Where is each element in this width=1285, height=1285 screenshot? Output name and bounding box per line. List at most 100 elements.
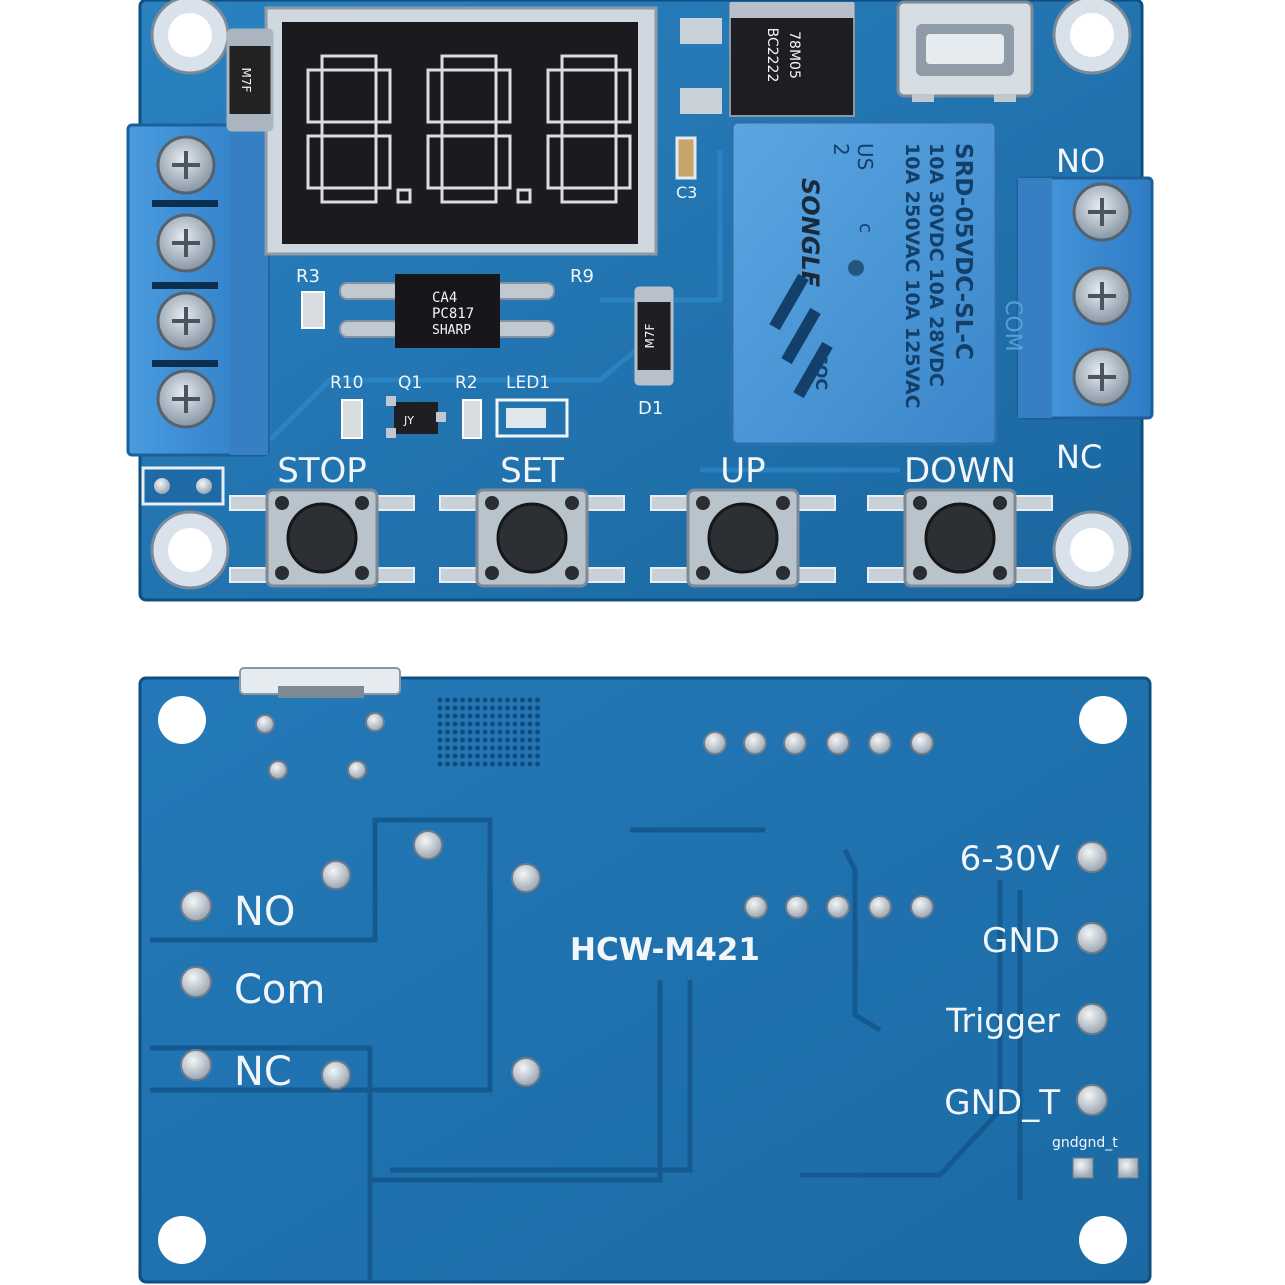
button-cap[interactable] <box>286 502 358 574</box>
svg-text:PC817: PC817 <box>432 306 474 322</box>
svg-text:SHARP: SHARP <box>432 323 471 338</box>
button-rivet <box>913 496 927 510</box>
via <box>535 729 540 735</box>
button-leg <box>1011 567 1053 583</box>
display-segment <box>494 134 512 190</box>
via <box>520 697 525 703</box>
via <box>437 713 443 719</box>
tactile-button-stop[interactable]: STOP <box>229 451 415 588</box>
via <box>512 753 518 759</box>
display-segment <box>320 120 378 138</box>
button-rivet <box>275 566 289 580</box>
label-d1: D1 <box>638 398 663 419</box>
via <box>482 713 488 719</box>
via <box>452 737 458 743</box>
label-gnd-t: GND_T <box>944 1083 1060 1123</box>
display-segment <box>440 186 498 204</box>
top-board: 8.8.8 M7F 78M05 BC2222 <box>126 0 1154 602</box>
via <box>497 753 503 759</box>
button-cap[interactable] <box>924 502 996 574</box>
board-model: HCW-M421 <box>570 932 760 968</box>
via <box>505 721 510 727</box>
button-cap[interactable] <box>496 502 568 574</box>
via <box>460 753 465 759</box>
button-rivet <box>275 496 289 510</box>
via <box>512 745 518 751</box>
label-6-30v: 6-30V <box>960 839 1060 879</box>
via <box>520 705 525 711</box>
button-label: SET <box>500 451 564 491</box>
via <box>512 697 518 703</box>
diode-top: M7F <box>226 28 274 132</box>
micro-usb-port <box>896 0 1034 102</box>
display-segment <box>426 134 444 190</box>
via <box>460 721 465 727</box>
tactile-button-up[interactable]: UP <box>650 451 836 588</box>
relay-terminal-block: COM <box>1000 176 1154 420</box>
svg-text:CA4: CA4 <box>432 290 457 306</box>
via <box>490 697 495 703</box>
label-r3: R3 <box>296 266 320 287</box>
via <box>520 753 525 759</box>
via <box>482 761 488 767</box>
display-segment <box>614 134 632 190</box>
button-leg <box>650 567 692 583</box>
svg-text:78M05: 78M05 <box>786 31 802 79</box>
button-rivet <box>913 566 927 580</box>
via <box>512 705 518 711</box>
display-segment <box>440 54 498 72</box>
via <box>490 737 495 743</box>
via <box>460 713 465 719</box>
via <box>527 721 533 727</box>
capacitor-c3: C3 <box>675 136 697 202</box>
via <box>452 697 458 703</box>
label-r9: R9 <box>570 266 594 287</box>
via <box>482 729 488 735</box>
via <box>482 737 488 743</box>
via <box>527 697 533 703</box>
via <box>535 753 540 759</box>
tactile-button-down[interactable]: DOWN <box>867 451 1053 588</box>
mounting-holes <box>150 0 1132 590</box>
svg-text:C3: C3 <box>676 183 697 202</box>
svg-text:COM: COM <box>1000 300 1025 352</box>
via <box>520 713 525 719</box>
via <box>445 745 450 751</box>
tactile-button-set[interactable]: SET <box>439 451 625 588</box>
button-rivet <box>485 566 499 580</box>
label-trigger: Trigger <box>945 1001 1060 1040</box>
via <box>475 713 480 719</box>
button-rivet <box>696 566 710 580</box>
button-label: STOP <box>277 451 367 491</box>
via <box>475 729 480 735</box>
display-segment <box>306 134 324 190</box>
display-digit <box>426 54 532 204</box>
via <box>475 745 480 751</box>
button-rivet <box>565 496 579 510</box>
via <box>437 729 443 735</box>
via <box>452 729 458 735</box>
button-leg <box>373 495 415 511</box>
via <box>497 729 503 735</box>
via <box>482 721 488 727</box>
via <box>460 697 465 703</box>
via <box>535 697 540 703</box>
label-nc-bottom: NC <box>234 1049 292 1095</box>
via <box>512 729 518 735</box>
via <box>527 761 533 767</box>
button-leg <box>229 567 271 583</box>
via <box>535 745 540 751</box>
via <box>445 729 450 735</box>
display-dot <box>516 188 532 204</box>
label-gnd: GND <box>982 921 1060 961</box>
button-cap[interactable] <box>707 502 779 574</box>
via <box>460 705 465 711</box>
display-segment <box>374 68 392 124</box>
button-leg <box>794 495 836 511</box>
button-rivet <box>355 566 369 580</box>
svg-text:JY: JY <box>403 414 414 427</box>
seven-segment-display: 8.8.8 <box>264 6 658 256</box>
via <box>527 737 533 743</box>
button-leg <box>867 567 909 583</box>
